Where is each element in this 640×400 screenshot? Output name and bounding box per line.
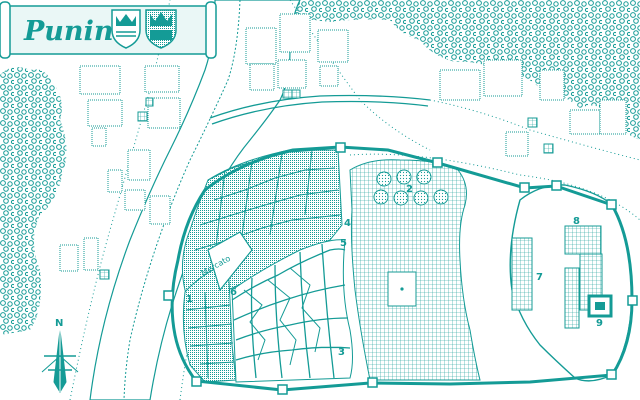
- lower-town-district: [231, 239, 353, 383]
- district-label-3: 3: [338, 347, 345, 358]
- district-label-5: 5: [340, 238, 347, 249]
- map-title: Punin: [23, 16, 113, 47]
- district-label-7: 7: [536, 272, 543, 283]
- title-banner: Punin: [0, 1, 217, 59]
- forest-left: [0, 66, 67, 335]
- crown-shield-icon: [145, 9, 177, 49]
- district-label-1: 1: [186, 294, 193, 305]
- compass-north-label: N: [55, 318, 63, 329]
- scroll-left-roll: [0, 1, 11, 59]
- district-label-4: 4: [344, 218, 351, 229]
- outer-buildings: [59, 13, 627, 272]
- bridge-road: [209, 94, 431, 125]
- small-huts: [99, 89, 554, 280]
- district-label-2: 2: [406, 184, 413, 195]
- cisterns: [373, 169, 449, 206]
- central-market-district: [349, 159, 481, 381]
- mercato-square: [207, 231, 253, 292]
- city-wall: [170, 145, 634, 392]
- scroll-right-roll: [205, 1, 217, 59]
- district-label-6: 6: [230, 287, 237, 298]
- citadel: [509, 184, 633, 382]
- forest-top-right: [250, 0, 640, 140]
- compass-rose-icon: N: [41, 318, 79, 393]
- wall-towers: [163, 142, 638, 395]
- district-label-9: 9: [596, 318, 603, 329]
- crown-shield-icon: [111, 9, 141, 49]
- district-label-8: 8: [573, 216, 580, 227]
